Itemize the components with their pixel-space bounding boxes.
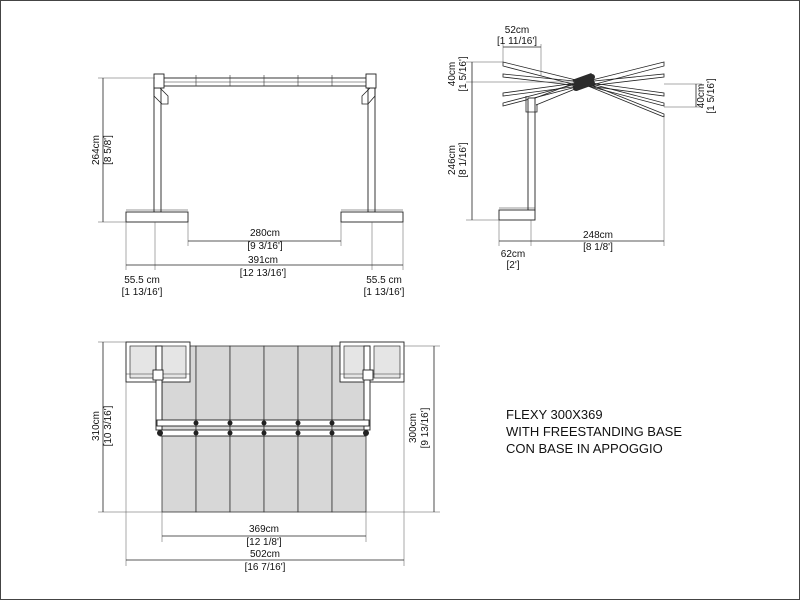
plan-cover-width-in: [12 1/8'] (246, 537, 281, 548)
side-top-in: [1 11/16'] (497, 36, 537, 47)
plan-depth-cm: 310cm (91, 411, 102, 441)
plan-left-base (125, 341, 191, 383)
side-arm-in: [8 1/8'] (583, 242, 613, 253)
side-view: 52cm [1 11/16'] 40cm [1 5/16'] 246cm [8 … (447, 25, 717, 271)
side-top-cm: 52cm (505, 25, 529, 36)
side-rise-in: [1 5/16'] (458, 56, 469, 91)
front-base-right-cm: 55.5 cm (366, 275, 402, 286)
plan-fabric-panels (161, 345, 367, 513)
front-right-post (367, 87, 376, 213)
side-drop-in: [1 5/16'] (706, 78, 717, 113)
side-top-dimension: 52cm [1 11/16'] (497, 25, 542, 76)
plan-depth-dimension: 310cm [10 3/16'] (91, 341, 162, 513)
side-vertical-dimension: 40cm [1 5/16'] 246cm [8 1/16'] (447, 56, 575, 221)
plan-view: 310cm [10 3/16'] 300cm [9 13/16'] 369cm … (91, 341, 440, 573)
side-base-cm: 62cm (501, 249, 525, 260)
side-base-in: [2'] (506, 260, 519, 271)
plan-overall-cm: 502cm (250, 549, 280, 560)
plan-overall-in: [16 7/16'] (245, 562, 286, 573)
title-line-2: WITH FREESTANDING BASE (506, 424, 682, 439)
front-base-left-cm: 55.5 cm (124, 275, 160, 286)
front-beam-ribs (195, 75, 333, 86)
side-drop-dimension: 40cm [1 5/16'] (664, 78, 717, 114)
front-inner-cm: 280cm (250, 228, 280, 239)
plan-cross-beams (156, 419, 370, 437)
front-left-base (125, 211, 189, 223)
front-inner-in: [9 3/16'] (247, 241, 282, 252)
side-drop-cm: 40cm (696, 84, 707, 108)
plan-cover-in: [9 13/16'] (420, 407, 431, 448)
title-line-1: FLEXY 300X369 (506, 407, 603, 422)
front-height-in: [8 5/8'] (103, 135, 114, 165)
plan-cover-width-cm: 369cm (249, 524, 279, 535)
plan-overall-dimension: 502cm [16 7/16'] (125, 382, 405, 573)
front-left-post (153, 87, 162, 213)
side-fan-arms (502, 61, 665, 118)
plan-depth-in: [10 3/16'] (103, 405, 114, 446)
front-base-left-in: [1 13/16'] (122, 287, 163, 298)
front-base-right-in: [1 13/16'] (364, 287, 405, 298)
front-total-cm: 391cm (248, 255, 278, 266)
title-block: FLEXY 300X369 WITH FREESTANDING BASE CON… (506, 407, 682, 456)
side-bottom-dimensions: 62cm [2'] 248cm [8 1/8'] (498, 118, 665, 271)
front-total-dimension: 391cm [12 13/16'] (125, 222, 404, 279)
side-rise-cm: 40cm (447, 62, 458, 86)
front-right-base (340, 211, 404, 223)
front-height-dimension: 264cm [8 5/8'] (91, 77, 155, 223)
side-base (498, 209, 536, 221)
side-arm-cm: 248cm (583, 230, 613, 241)
side-post-cm: 246cm (447, 145, 458, 175)
front-total-in: [12 13/16'] (240, 268, 287, 279)
plan-cover-cm: 300cm (408, 413, 419, 443)
side-post (527, 97, 536, 211)
front-inner-dimension: 280cm [9 3/16'] (187, 222, 342, 252)
title-line-3: CON BASE IN APPOGGIO (506, 441, 663, 456)
front-view: 264cm [8 5/8'] 280cm [9 3/16'] 391cm [12… (91, 73, 405, 298)
plan-cover-width-dimension: 369cm [12 1/8'] (161, 512, 367, 548)
side-post-in: [8 1/16'] (458, 142, 469, 177)
plan-cover-dimension: 300cm [9 13/16'] (366, 345, 440, 513)
front-height-cm: 264cm (91, 135, 102, 165)
